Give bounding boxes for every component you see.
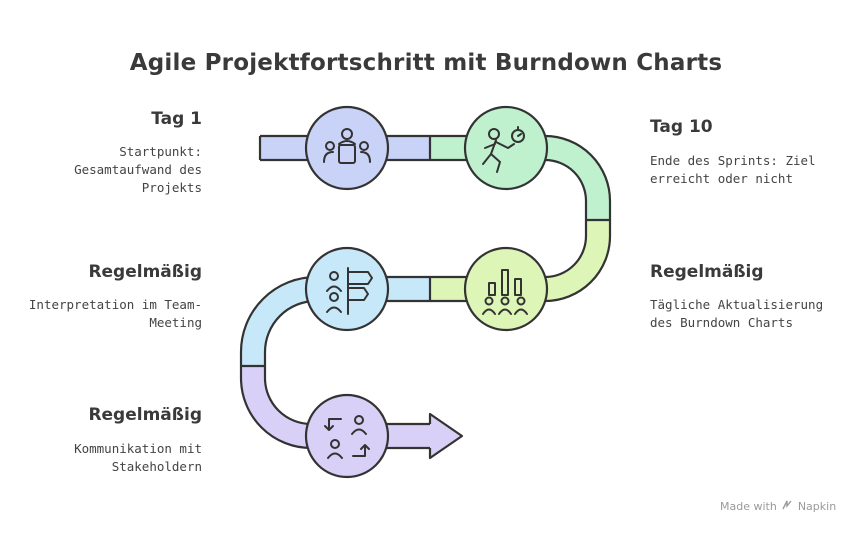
stage-1-title: Tag 1: [151, 109, 202, 129]
stage-5-node: [304, 393, 390, 479]
stage-3-description: Tägliche Aktualisierung des Burndown Cha…: [650, 297, 824, 330]
stage-1-node: [304, 105, 390, 191]
stage-4-title: Regelmäßig: [88, 262, 202, 282]
path-segment-3: [430, 220, 610, 301]
meeting-table-icon: [323, 128, 371, 164]
stage-4-description: Interpretation im Team- Meeting: [28, 297, 202, 330]
stage-2-title: Tag 10: [650, 117, 713, 137]
stage-5-title: Regelmäßig: [88, 405, 202, 425]
stage-2-description: Ende des Sprints: Ziel erreicht oder nic…: [650, 153, 816, 186]
team-presentation-icon: [326, 267, 373, 315]
stage-3-node: [463, 246, 549, 332]
napkin-logo-icon: [782, 500, 792, 513]
watermark-prefix: Made with: [720, 500, 777, 513]
stage-3-title: Regelmäßig: [650, 262, 764, 282]
diagram-title: Agile Projektfortschritt mit Burndown Ch…: [129, 50, 723, 76]
stage-5-description: Kommunikation mit Stakeholdern: [74, 441, 202, 474]
stage-1-description: Startpunkt: Gesamtaufwand des Projekts: [74, 144, 202, 195]
path-segment-2: [430, 136, 610, 220]
people-exchange-icon: [324, 415, 370, 459]
team-bar-chart-icon: [482, 269, 528, 315]
watermark-brand: Napkin: [797, 500, 837, 513]
path-segment-5: [241, 366, 430, 448]
napkin-watermark: Made with Napkin: [720, 500, 836, 513]
running-person-stopwatch-icon: [482, 126, 525, 173]
